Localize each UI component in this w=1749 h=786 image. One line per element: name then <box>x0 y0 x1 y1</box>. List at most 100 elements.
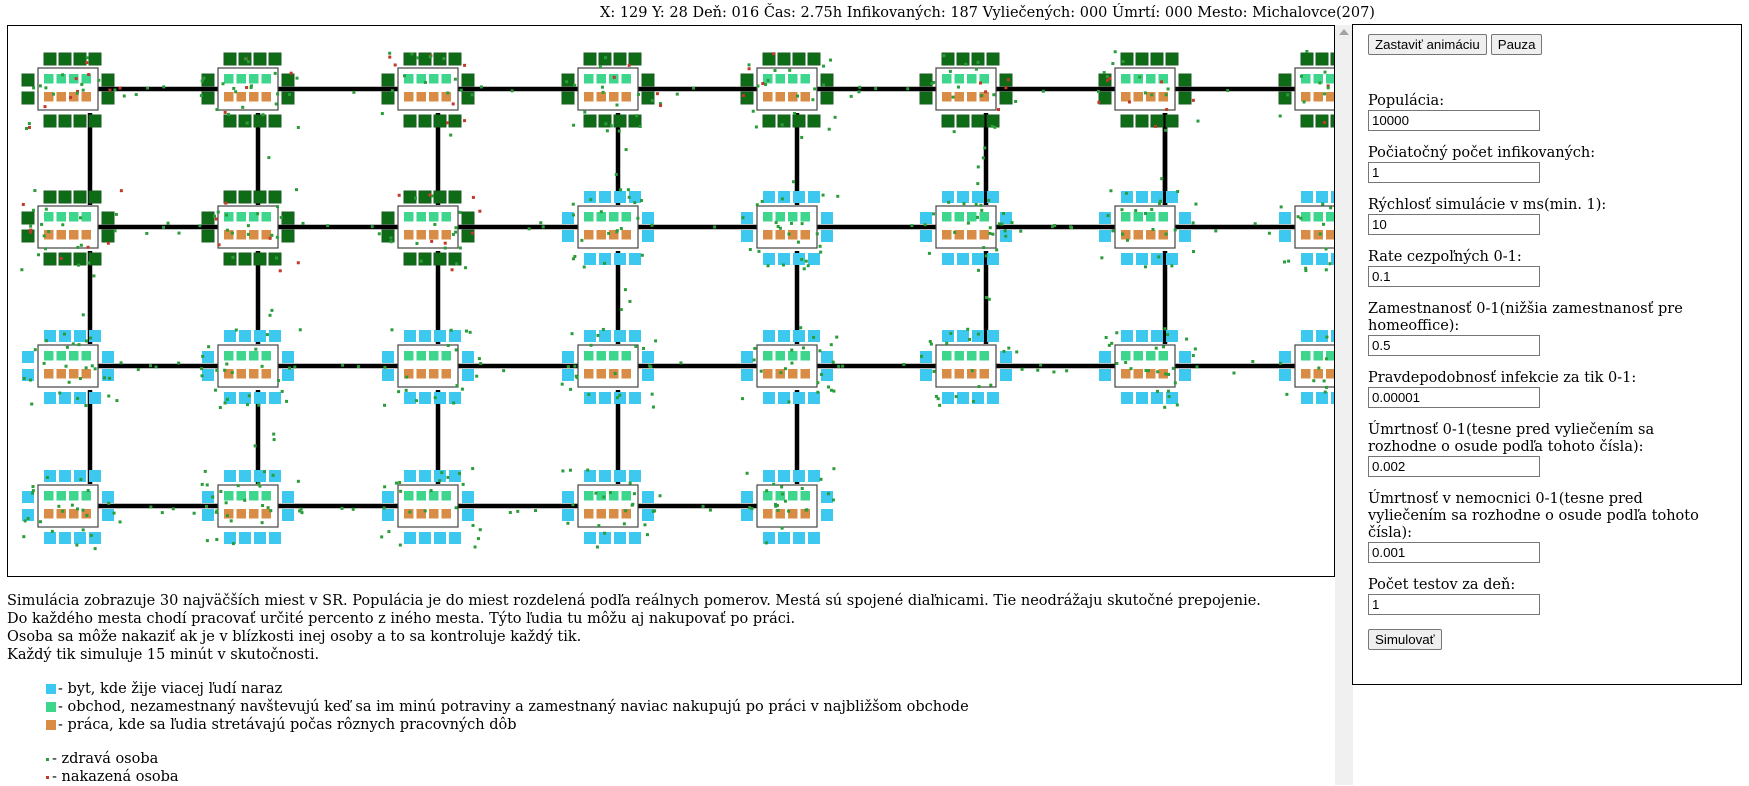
person <box>214 389 217 392</box>
apartment-building <box>224 53 236 65</box>
person <box>234 90 237 93</box>
person <box>464 266 467 269</box>
simulation-canvas[interactable] <box>7 25 1335 577</box>
work-building <box>980 230 990 240</box>
shop-building <box>1301 351 1311 361</box>
apartment-building <box>462 509 474 521</box>
person <box>1194 347 1197 350</box>
initial-infected-input[interactable] <box>1368 162 1540 183</box>
shop-building <box>224 491 234 501</box>
person <box>61 223 64 226</box>
apartment-building <box>942 330 954 342</box>
person <box>603 262 606 265</box>
stop-animation-button[interactable]: Zastaviť animáciu <box>1368 34 1487 55</box>
person <box>40 223 43 226</box>
person <box>1192 99 1195 102</box>
apartment-building <box>808 115 820 127</box>
person <box>748 506 751 509</box>
shop-building <box>622 351 632 361</box>
person <box>820 478 823 481</box>
mortality-input[interactable] <box>1368 456 1540 477</box>
person <box>81 509 84 512</box>
work-building <box>69 369 79 379</box>
apartment-building <box>1316 253 1328 265</box>
apartment-building <box>763 330 775 342</box>
apartment-building <box>202 369 214 381</box>
person <box>1163 406 1166 409</box>
person <box>455 348 458 351</box>
page-scrollbar[interactable] <box>1335 25 1353 785</box>
person <box>403 74 406 77</box>
population-input[interactable] <box>1368 110 1540 131</box>
person <box>1019 230 1022 233</box>
description-line: Každý tik simuluje 15 minút v skutočnost… <box>7 646 1327 664</box>
apartment-building <box>614 191 626 203</box>
person <box>261 521 264 524</box>
apartment-building <box>1000 369 1012 381</box>
person <box>968 338 971 341</box>
person <box>1150 208 1153 211</box>
infection-probability-input[interactable] <box>1368 387 1540 408</box>
person <box>241 106 244 109</box>
apartment-building <box>778 53 790 65</box>
person <box>31 492 34 495</box>
shop-building <box>44 351 54 361</box>
person <box>1317 367 1320 370</box>
person <box>444 242 447 245</box>
person <box>1167 390 1170 393</box>
person <box>390 328 393 331</box>
shop-building <box>1121 351 1131 361</box>
apartment-building <box>584 330 596 342</box>
employment-input[interactable] <box>1368 335 1540 356</box>
apartment-building <box>434 330 446 342</box>
person <box>237 484 240 487</box>
hospital-mortality-input[interactable] <box>1368 542 1540 563</box>
person <box>25 127 28 130</box>
person <box>424 509 427 512</box>
tests-per-day-input[interactable] <box>1368 594 1540 615</box>
person <box>215 538 218 541</box>
simulate-button[interactable]: Simulovať <box>1368 629 1442 650</box>
apartment-building <box>629 253 641 265</box>
person <box>1164 129 1167 132</box>
work-building <box>1301 369 1311 379</box>
person <box>985 254 988 257</box>
person <box>827 492 830 495</box>
work-building <box>1134 92 1144 102</box>
person <box>107 502 110 505</box>
apartment-building <box>599 392 611 404</box>
person <box>463 64 466 67</box>
person <box>231 371 234 374</box>
apartment-building <box>1179 92 1191 104</box>
shop-building <box>429 74 439 84</box>
person <box>652 406 655 409</box>
work-building <box>262 92 272 102</box>
person <box>246 403 249 406</box>
scroll-up-icon[interactable] <box>1339 29 1349 35</box>
person <box>643 523 646 526</box>
person <box>76 246 79 249</box>
person <box>509 511 512 514</box>
apartment-building <box>599 470 611 482</box>
person <box>232 542 235 545</box>
person <box>832 467 835 470</box>
person <box>567 365 570 368</box>
person <box>77 264 80 267</box>
person <box>802 346 805 349</box>
commuter-rate-input[interactable] <box>1368 266 1540 287</box>
apartment-building <box>1301 253 1313 265</box>
person <box>119 87 122 90</box>
person <box>572 124 575 127</box>
apartment-building <box>269 53 281 65</box>
speed-input[interactable] <box>1368 214 1540 235</box>
apartment-building <box>382 92 394 104</box>
person <box>1325 357 1328 360</box>
person <box>78 343 81 346</box>
person <box>679 361 682 364</box>
pause-button[interactable]: Pauza <box>1491 34 1543 55</box>
apartment-building <box>282 212 294 224</box>
person <box>749 248 752 251</box>
shop-building <box>404 351 414 361</box>
person <box>75 77 78 80</box>
simulation-map[interactable] <box>8 26 1335 577</box>
